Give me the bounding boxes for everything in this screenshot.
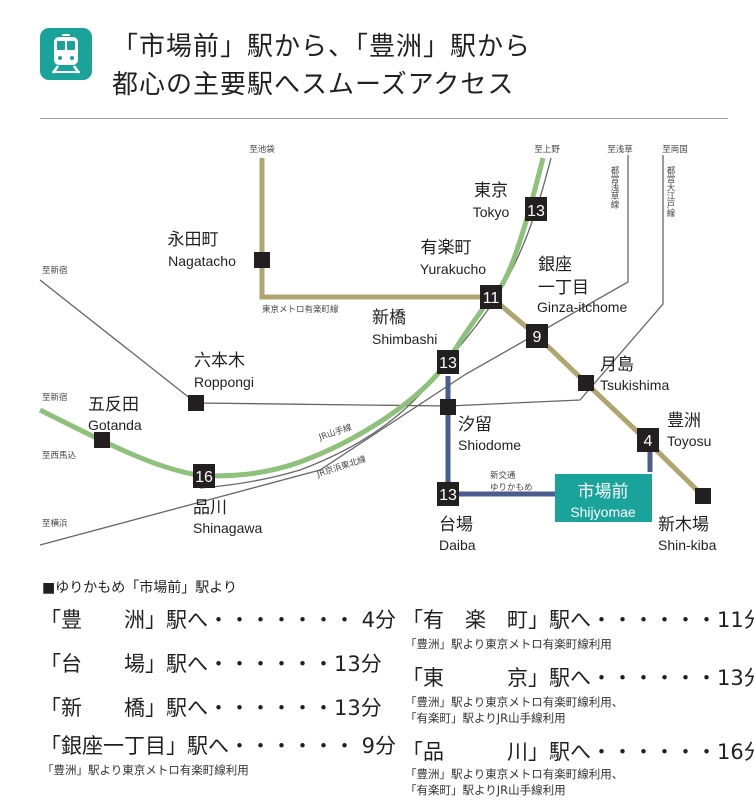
shijyomae-ja: 市場前	[578, 482, 629, 502]
tokyo-en: Tokyo	[473, 204, 510, 220]
page-title-line1: 「市場前」駅から、「豊洲」駅から	[112, 32, 532, 62]
shinagawa-en: Shinagawa	[193, 520, 262, 536]
access-left-4-note: 「豊洲」駅より東京メトロ有楽町線利用	[42, 763, 249, 777]
oedo-line-label: 都営大江戸線	[665, 166, 675, 217]
gotanda-ja: 五反田	[88, 395, 139, 415]
station-labels: 東京 Tokyo 永田町 Nagatacho 有楽町 Yurakucho 銀座 …	[88, 181, 717, 553]
shinkiba-marker	[695, 488, 711, 504]
access-left-3: 「新 橋」駅へ・・・・・・13分	[40, 696, 382, 720]
tokyo-ja: 東京	[474, 181, 508, 201]
yurikamome-label-2: ゆりかもめ	[490, 483, 533, 493]
access-right-1-note: 「豊洲」駅より東京メトロ有楽町線利用	[405, 637, 612, 651]
nagatacho-en: Nagatacho	[168, 253, 236, 269]
shinagawa-marker	[193, 464, 215, 488]
yurakucho-en: Yurakucho	[420, 261, 486, 277]
daiba-en: Daiba	[439, 537, 476, 553]
access-right-2-note1: 「豊洲」駅より東京メトロ有楽町線利用、	[405, 695, 624, 709]
yurakucho-marker	[480, 285, 502, 309]
keihin-line	[199, 157, 552, 489]
tokyo-minutes: 13	[527, 203, 545, 220]
shiodome-marker	[440, 399, 456, 415]
tsukishima-en: Tsukishima	[600, 377, 669, 393]
route-map: 至池袋 至上野 至浅草 至両国 至新宿 至新宿 至西馬込 至横浜 都営浅草線 都…	[38, 144, 717, 553]
toyosu-en: Toyosu	[667, 433, 711, 449]
access-right-3-note1: 「豊洲」駅より東京メトロ有楽町線利用、	[405, 767, 624, 781]
ginza-marker	[526, 324, 548, 348]
shinagawa-minutes: 16	[195, 469, 213, 486]
gotanda-en: Gotanda	[88, 417, 142, 433]
divider	[40, 118, 728, 119]
shinkiba-en: Shin-kiba	[658, 537, 717, 553]
shijyomae-marker	[555, 474, 652, 522]
access-left-2: 「台 場」駅へ・・・・・・13分	[40, 652, 382, 676]
shiodome-ja: 汐留	[458, 415, 492, 435]
shimbashi-minutes: 13	[439, 355, 457, 372]
daiba-marker	[437, 482, 459, 506]
roppongi-ja: 六本木	[194, 351, 245, 371]
nagatacho-ja: 永田町	[168, 230, 219, 250]
direction-shinjuku-lower: 至新宿	[42, 392, 68, 403]
direction-nishimagome: 至西馬込	[42, 450, 77, 461]
toyosu-marker	[637, 428, 659, 452]
shijyomae-en: Shijyomae	[570, 504, 636, 520]
yurakucho-line-label: 東京メトロ有楽町線	[262, 304, 339, 315]
gray-lines	[39, 155, 664, 546]
page-title-line2: 都心の主要駅へスムーズアクセス	[112, 70, 515, 100]
direction-ueno: 至上野	[534, 145, 560, 155]
access-right-1: 「有 楽 町」駅へ・・・・・・11分	[402, 608, 754, 632]
tokyo-marker	[525, 197, 547, 221]
train-icon	[40, 28, 92, 80]
shiodome-en: Shiodome	[458, 437, 521, 453]
shinkiba-ja: 新木場	[658, 515, 709, 535]
shimbashi-en: Shimbashi	[372, 331, 437, 347]
header: 「市場前」駅から、「豊洲」駅から 都心の主要駅へスムーズアクセス	[0, 0, 754, 120]
access-left-1: 「豊 洲」駅へ・・・・・・・ 4分	[40, 608, 397, 632]
direction-asakusabashi: 至浅草	[607, 144, 633, 155]
ginza-ja1: 銀座	[538, 255, 572, 275]
toyosu-ja: 豊洲	[667, 411, 701, 431]
direction-ikebukuro: 至池袋	[249, 144, 275, 155]
direction-yokohama: 至横浜	[42, 518, 68, 529]
shimbashi-ja: 新橋	[372, 308, 406, 328]
shinagawa-ja: 品川	[193, 498, 227, 518]
daiba-ja: 台場	[439, 515, 473, 535]
tsukishima-ja: 月島	[600, 355, 634, 375]
roppongi-marker	[188, 395, 204, 411]
gotanda-marker	[94, 432, 110, 448]
access-heading: ■ゆりかもめ「市場前」駅より	[42, 580, 237, 596]
asakusa-line	[39, 155, 629, 546]
ginza-en: Ginza-itchome	[537, 299, 627, 315]
access-right-2: 「東 京」駅へ・・・・・・13分	[402, 666, 754, 690]
direction-ryogoku: 至両国	[662, 145, 688, 155]
direction-shinjuku-upper: 至新宿	[42, 265, 68, 276]
keihin-line-label: JR京浜東北線	[315, 454, 368, 481]
yurakucho-ja: 有楽町	[421, 238, 472, 258]
yurakucho-minutes: 11	[483, 290, 500, 307]
access-right-3-note2: 「有楽町」駅よりJR山手線利用	[405, 783, 566, 797]
yurikamome-label-1: 新交通	[490, 470, 516, 481]
station-markers: 13 11 9 13 4 16 13 市場前 Shijyomae	[94, 197, 711, 522]
shimbashi-marker	[437, 350, 459, 374]
access-right-2-note2: 「有楽町」駅よりJR山手線利用	[405, 711, 566, 725]
tsukishima-marker	[578, 375, 594, 391]
ginza-ja2: 一丁目	[538, 278, 589, 298]
access-right-3: 「品 川」駅へ・・・・・・16分	[402, 740, 754, 764]
oedo-line	[39, 155, 664, 407]
daiba-minutes: 13	[439, 487, 457, 504]
toyosu-minutes: 4	[644, 433, 653, 450]
ginza-minutes: 9	[533, 329, 542, 346]
asakusa-line-label: 都営浅草線	[609, 166, 619, 209]
access-left-4: 「銀座一丁目」駅へ・・・・・・ 9分	[40, 734, 397, 758]
roppongi-en: Roppongi	[194, 374, 254, 390]
nagatacho-marker	[254, 252, 270, 268]
